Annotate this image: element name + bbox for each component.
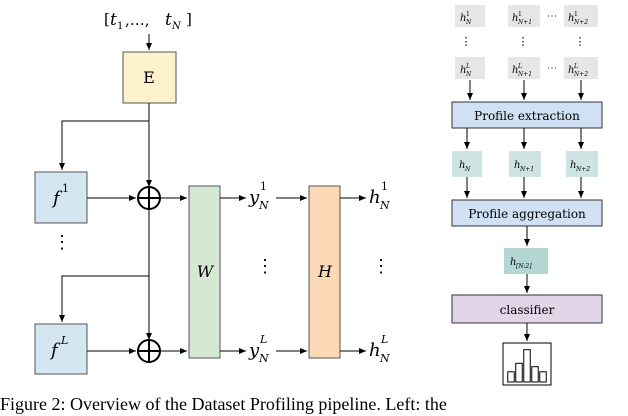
cell-h-n1-1-sub: N+1 (517, 19, 532, 26)
right-dots-1: ⋮ (461, 35, 472, 48)
right-diagram: h 1 N h 1 N+1 ⋯ h 1 N+2 ⋮ ⋮ ⋮ h L N h L … (451, 5, 603, 386)
cell-h-n1-1 (508, 5, 540, 27)
cell-h-n-1-sub: N (465, 19, 472, 26)
cell-h-n-1-sup: 1 (466, 11, 470, 18)
encoder-label: E (143, 68, 155, 87)
cell-h-n-l (455, 57, 485, 79)
token-tn-sub: N (171, 21, 182, 32)
y1-base: y (248, 187, 260, 208)
y1-sup: 1 (260, 180, 267, 193)
fl-block (34, 323, 88, 375)
h-block (308, 185, 341, 359)
histogram-bar (523, 349, 531, 383)
w-block (188, 185, 221, 359)
profile-h-n1-base: h (514, 160, 520, 171)
token-tn: t (165, 10, 172, 30)
top-cell-row: h 1 N h 1 N+1 ⋯ h 1 N+2 (455, 5, 598, 27)
cell-h-n2-l-sub: N+2 (573, 71, 588, 78)
right-dots-2: ⋮ (518, 35, 529, 48)
aggregated-sub: [N:2] (516, 263, 532, 270)
classifier-box (451, 294, 603, 324)
w-label: W (197, 262, 215, 281)
yl-sup: L (259, 333, 267, 346)
right-dots-3: ⋮ (575, 35, 586, 48)
cell-h-n-1 (455, 5, 485, 27)
histogram-bar (539, 371, 547, 383)
cell-h-n1-1-sup: 1 (518, 11, 522, 18)
token-t1-sub: 1 (117, 21, 123, 32)
hl-sup: L (380, 333, 388, 346)
yl-sub: N (258, 352, 269, 365)
h1-sub: N (379, 199, 390, 212)
cell-h-n-l-base: h (460, 65, 466, 76)
cell-h-n-l-sub: N (465, 71, 472, 78)
cell-h-n2-1-sub: N+2 (573, 19, 588, 26)
h-label: H (317, 262, 333, 281)
hl-base: h (369, 340, 381, 361)
profile-h-n-base: h (459, 160, 465, 171)
histogram-bar (515, 362, 523, 383)
cell-h-n2-l-sup: L (573, 63, 578, 70)
profile-h-n-sub: N (464, 166, 471, 173)
profile-h-n2-sub: N+2 (575, 166, 590, 173)
top-row-ellipsis: ⋯ (547, 11, 557, 22)
h1-sup: 1 (381, 180, 388, 193)
bottom-sum-node (137, 339, 161, 363)
profile-h-n1-sub: N+1 (519, 166, 534, 173)
bottom-row-ellipsis: ⋯ (547, 63, 557, 74)
output-histogram-bars (507, 349, 547, 383)
profile-extraction-label: Profile extraction (474, 109, 580, 123)
y1-sub: N (258, 199, 269, 212)
y-dots: ⋮ (256, 256, 274, 277)
f1-block (34, 171, 88, 224)
token-dots: ,…, (125, 11, 150, 29)
profile-h-n1 (509, 151, 541, 177)
f1-sup: 1 (62, 182, 69, 195)
cell-h-n2-l (564, 57, 598, 79)
layer-dots: ⋮ (53, 232, 71, 253)
h-dots: ⋮ (372, 256, 390, 277)
yl-base: y (248, 340, 260, 361)
aggregated-base: h (510, 257, 516, 268)
profile-aggregation-label: Profile aggregation (468, 207, 586, 221)
cell-h-n1-l-base: h (512, 65, 518, 76)
profile-h-n2-base: h (570, 160, 576, 171)
bracket-close: ] (186, 10, 192, 28)
bottom-cell-row: h L N h L N+1 ⋯ h L N+2 (455, 57, 598, 79)
aggregated-profile-cell (504, 248, 548, 274)
top-sum-node (137, 186, 161, 210)
bracket-open: [ (104, 10, 110, 28)
hl-sub: N (379, 352, 390, 365)
encoder-to-fl-arrow (59, 275, 149, 322)
profile-h-n (452, 151, 482, 177)
cell-h-n1-l (508, 57, 540, 79)
histogram-bar (507, 371, 515, 383)
cell-h-n2-1 (564, 5, 598, 27)
left-diagram: [ t 1 ,…, t N ] E f 1 (34, 10, 390, 375)
profile-cells: h N h N+1 h N+2 (452, 151, 598, 177)
input-tokens: [ t 1 ,…, t N ] (104, 10, 192, 32)
fl-sup: L (60, 334, 68, 347)
figure-caption: Figure 2: Overview of the Dataset Profil… (0, 394, 447, 414)
cell-h-n-l-sup: L (465, 63, 470, 70)
cell-h-n1-1-base: h (512, 13, 518, 24)
encoder-to-f1-arrow (59, 120, 149, 170)
h1-base: h (369, 187, 381, 208)
cell-h-n-1-base: h (460, 13, 466, 24)
profile-h-n2 (566, 151, 598, 177)
cell-h-n2-1-sup: 1 (574, 11, 578, 18)
cell-h-n2-l-base: h (568, 65, 574, 76)
cell-h-n2-1-base: h (568, 13, 574, 24)
cell-h-n1-l-sup: L (517, 63, 522, 70)
classifier-label: classifier (500, 303, 555, 317)
token-t1: t (110, 10, 117, 30)
pipeline-diagram: [ t 1 ,…, t N ] E f 1 (34, 5, 603, 386)
cell-h-n1-l-sub: N+1 (517, 71, 532, 78)
histogram-bar (531, 366, 539, 383)
profile-extraction-box (451, 101, 603, 129)
